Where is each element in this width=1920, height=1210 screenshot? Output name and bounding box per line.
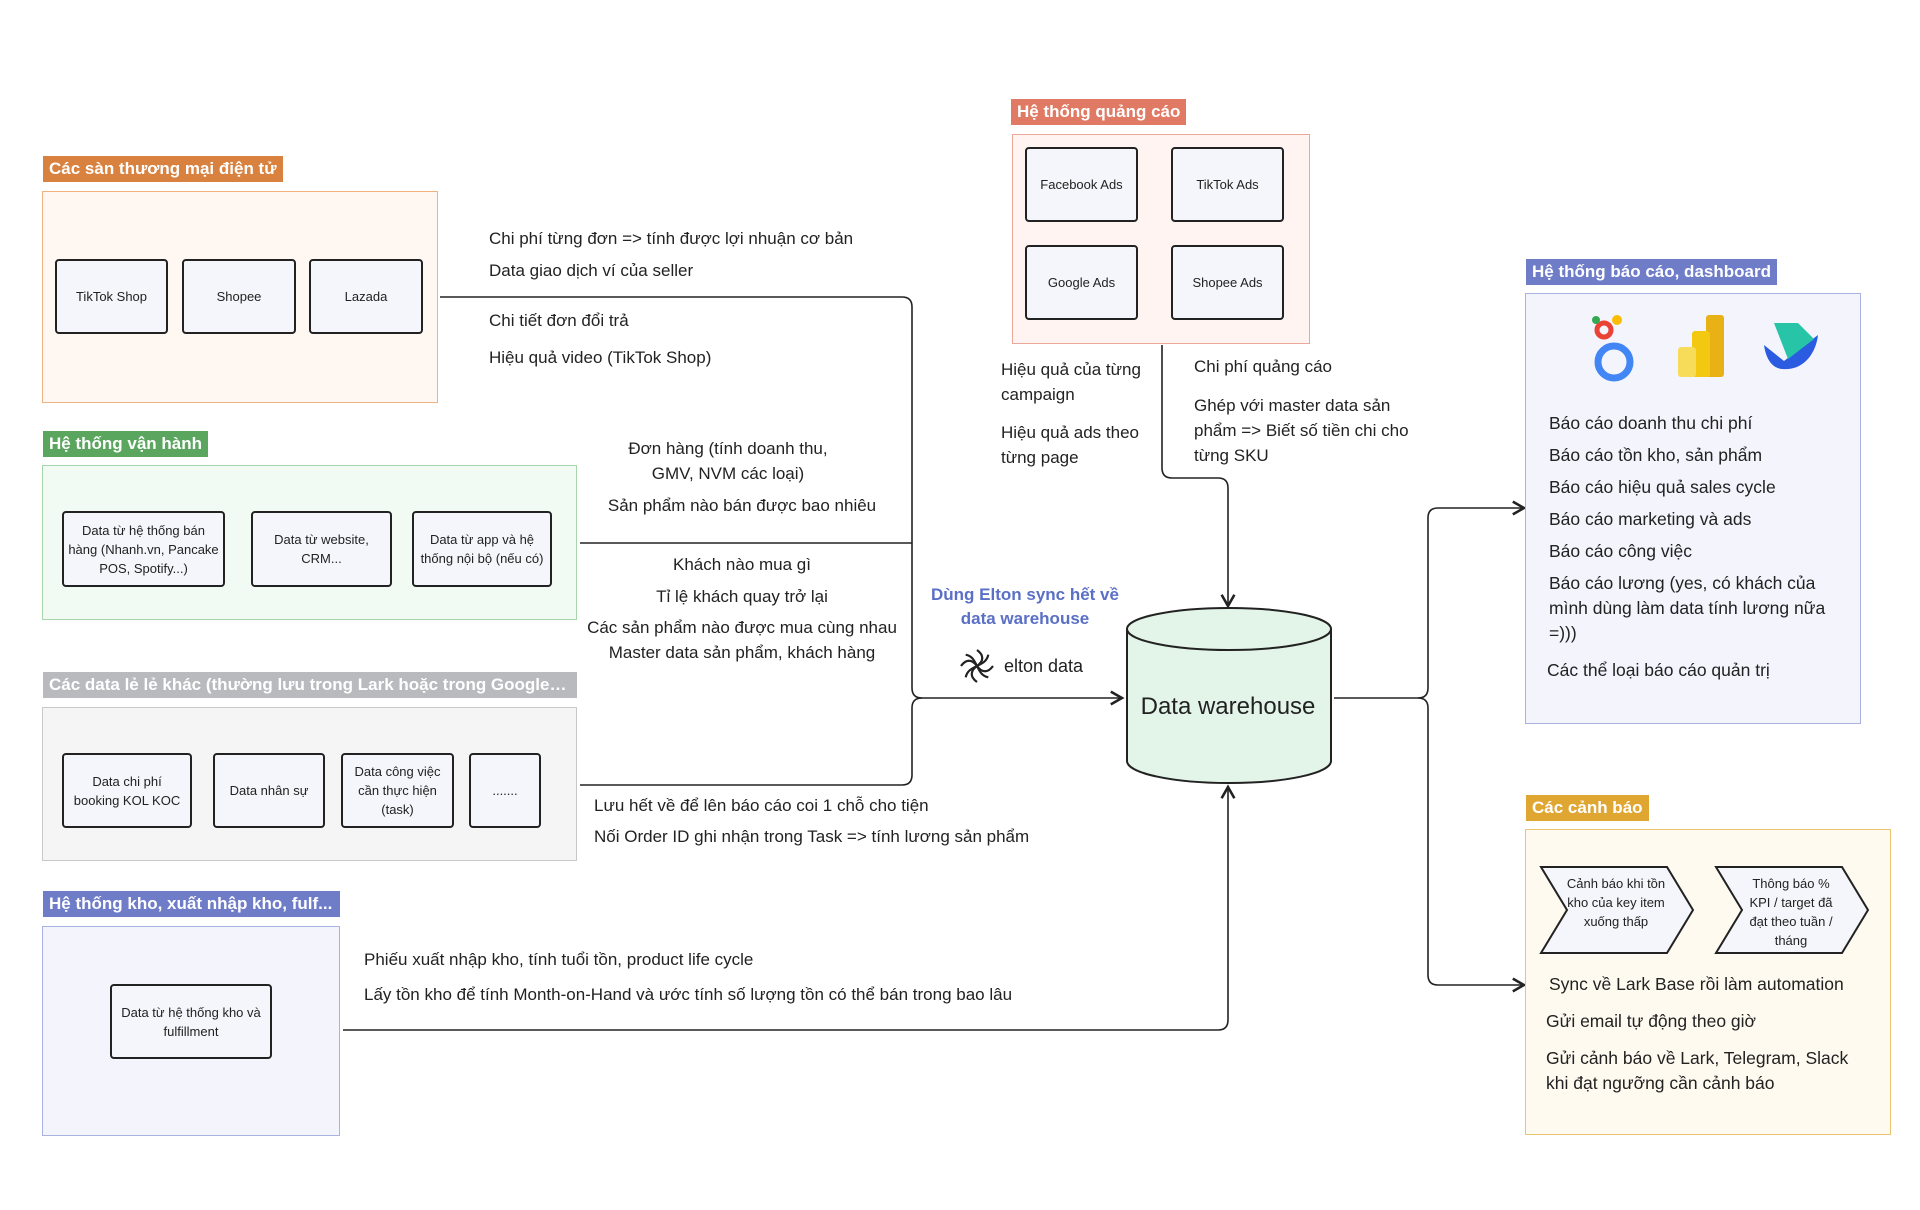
node-shopee: Shopee bbox=[182, 259, 296, 334]
node-task-data: Data công việc cần thực hiện (task) bbox=[341, 753, 454, 828]
alert-item: Gửi cảnh báo về Lark, Telegram, Slack kh… bbox=[1546, 1048, 1849, 1093]
line-ads bbox=[1161, 345, 1236, 609]
group-title-alerts: Các cảnh báo bbox=[1526, 795, 1649, 821]
node-internal-app: Data từ app và hệ thống nội bộ (nếu có) bbox=[412, 511, 552, 587]
looker-studio-icon bbox=[1592, 315, 1634, 382]
node-website-crm: Data từ website, CRM... bbox=[251, 511, 392, 587]
report-item: Báo cáo hiệu quả sales cycle bbox=[1549, 477, 1776, 497]
report-item: Báo cáo lương (yes, có khách của mình dù… bbox=[1549, 573, 1826, 643]
node-warehouse-fulfillment: Data từ hệ thống kho và fulfillment bbox=[110, 984, 272, 1059]
note-ops-3: Tỉ lệ khách quay trở lại bbox=[656, 587, 828, 606]
line-warehouse bbox=[343, 784, 1236, 1031]
group-title-ecommerce: Các sàn thương mại điện tử bbox=[43, 156, 283, 182]
node-hr-data: Data nhân sự bbox=[213, 753, 325, 828]
node-tiktok-ads: TikTok Ads bbox=[1171, 147, 1284, 222]
group-title-reports: Hệ thống báo cáo, dashboard bbox=[1526, 259, 1777, 285]
group-title-ads: Hệ thống quảng cáo bbox=[1011, 99, 1187, 125]
node-facebook-ads: Facebook Ads bbox=[1025, 147, 1138, 222]
note-warehouse-0: Phiếu xuất nhập kho, tính tuổi tồn, prod… bbox=[364, 950, 754, 969]
report-item: Báo cáo tồn kho, sản phẩm bbox=[1549, 445, 1763, 465]
alert-low-stock-label: Cảnh báo khi tồn kho của key item xuống … bbox=[1566, 876, 1666, 929]
report-item: Các thể loại báo cáo quản trị bbox=[1547, 660, 1770, 680]
note-ecom-1: Data giao dịch ví của seller bbox=[489, 261, 694, 280]
power-bi-icon bbox=[1678, 315, 1724, 377]
note-warehouse-1: Lấy tồn kho để tính Month-on-Hand và ước… bbox=[364, 985, 1013, 1004]
data-warehouse-cylinder bbox=[1126, 607, 1332, 784]
report-item: Báo cáo marketing và ads bbox=[1549, 509, 1752, 529]
report-item: Báo cáo doanh thu chi phí bbox=[1549, 413, 1753, 433]
node-kol-cost: Data chi phí booking KOL KOC bbox=[62, 753, 192, 828]
line-dw-alerts bbox=[1417, 697, 1527, 993]
data-warehouse-label: Data warehouse bbox=[1140, 693, 1316, 720]
elton-logo: elton data bbox=[958, 647, 1083, 685]
node-more: ....... bbox=[469, 753, 541, 828]
node-lazada: Lazada bbox=[309, 259, 423, 334]
node-shopee-ads: Shopee Ads bbox=[1171, 245, 1284, 320]
group-title-misc: Các data lẻ lẻ khác (thường lưu trong La… bbox=[43, 672, 577, 698]
elton-logo-icon bbox=[960, 649, 994, 683]
alert-kpi: Thông báo % KPI / target đã đạt theo tuầ… bbox=[1713, 864, 1873, 956]
note-ecom-2: Chi tiết đơn đổi trả bbox=[489, 311, 629, 330]
note-ops-1: Sản phẩm nào bán được bao nhiêu bbox=[607, 496, 877, 515]
elton-logo-text: elton data bbox=[1004, 655, 1084, 676]
note-misc-0: Lưu hết về để lên báo cáo coi 1 chỗ cho … bbox=[594, 796, 929, 815]
note-ads-right-0: Chi phí quảng cáo bbox=[1194, 357, 1332, 376]
note-ads-right-1: Ghép với master data sản phẩm => Biết số… bbox=[1194, 396, 1409, 465]
line-ecom bbox=[440, 296, 1125, 706]
note-ops-5: Master data sản phẩm, khách hàng bbox=[608, 643, 876, 662]
lark-base-icon bbox=[1764, 323, 1818, 370]
note-ops-0: Đơn hàng (tính doanh thu, GMV, NVM các l… bbox=[628, 439, 828, 483]
report-item: Báo cáo công việc bbox=[1549, 541, 1693, 561]
note-ops-2: Khách nào mua gì bbox=[673, 555, 811, 574]
group-title-warehouse: Hệ thống kho, xuất nhập kho, fulf... bbox=[43, 891, 340, 917]
note-misc-1: Nối Order ID ghi nhận trong Task => tính… bbox=[594, 827, 1030, 846]
sync-text: Dùng Elton sync hết về data warehouse bbox=[931, 585, 1119, 628]
alert-item: Sync về Lark Base rồi làm automation bbox=[1549, 974, 1844, 994]
line-dw-out bbox=[1334, 500, 1527, 699]
note-ecom-3: Hiệu quả video (TikTok Shop) bbox=[489, 348, 712, 367]
note-ecom-0: Chi phí từng đơn => tính được lợi nhuận … bbox=[489, 229, 854, 248]
line-misc bbox=[580, 697, 923, 786]
note-ads-left-1: Hiệu quả ads theo từng page bbox=[1001, 423, 1139, 467]
note-ads-left-0: Hiệu quả của từng campaign bbox=[1001, 360, 1141, 404]
node-sales-system: Data từ hệ thống bán hàng (Nhanh.vn, Pan… bbox=[62, 511, 225, 587]
note-ops-4: Các sản phẩm nào được mua cùng nhau bbox=[587, 618, 897, 637]
node-google-ads: Google Ads bbox=[1025, 245, 1138, 320]
alert-kpi-label: Thông báo % KPI / target đã đạt theo tuầ… bbox=[1749, 876, 1833, 948]
group-title-operations: Hệ thống vận hành bbox=[43, 431, 208, 457]
report-list: Báo cáo doanh thu chi phí Báo cáo tồn kh… bbox=[1547, 411, 1849, 683]
alert-low-stock: Cảnh báo khi tồn kho của key item xuống … bbox=[1538, 864, 1698, 956]
node-tiktok-shop: TikTok Shop bbox=[55, 259, 168, 334]
alert-item: Gửi email tự động theo giờ bbox=[1546, 1011, 1757, 1031]
alert-list: Sync về Lark Base rồi làm automation Gửi… bbox=[1546, 972, 1869, 1096]
